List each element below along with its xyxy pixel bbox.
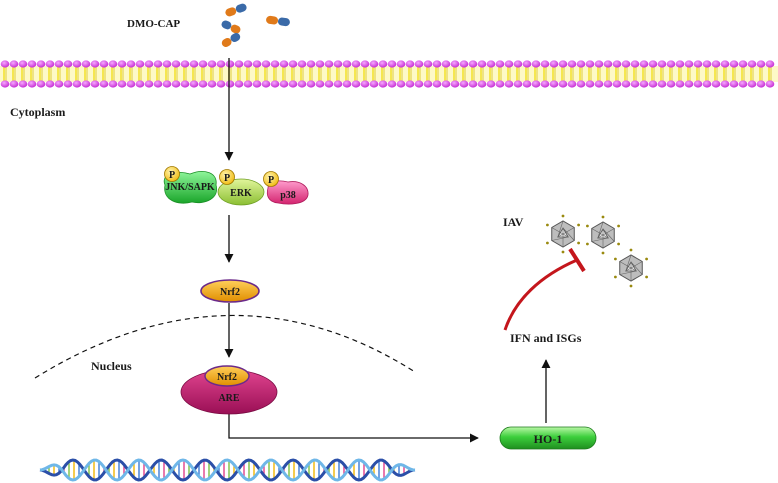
p38-label: p38 [280,190,296,201]
virion-icon [546,214,580,254]
ho1-node: HO-1 [499,426,597,450]
inhibition-bar [568,247,586,273]
iav-label: IAV [503,215,524,229]
nrf2-cytoplasmic: Nrf2 [200,279,260,303]
ifn-isgs-label: IFN and ISGs [510,331,582,345]
drug-label: DMO-CAP [127,18,180,30]
nrf2-nuclear-label: Nrf2 [217,372,237,383]
svg-text:P: P [169,170,175,181]
capsule-icons [221,3,290,47]
svg-text:P: P [224,173,230,184]
erk-label: ERK [230,188,252,199]
svg-text:P: P [268,175,274,186]
virion-icon [614,248,648,288]
virion-icon [586,215,620,255]
p38-kinase: p38 [266,180,309,205]
inhibition-arc [503,258,578,331]
are-label: ARE [218,393,239,404]
phospho-erk: P [219,169,235,185]
cytoplasm-label: Cytoplasm [10,105,65,119]
cell-membrane [0,60,778,88]
erk-kinase: ERK [217,178,265,206]
nucleus-label: Nucleus [91,359,132,373]
iav-virions [546,214,648,288]
ho1-label: HO-1 [534,432,563,446]
are-complex: ARE Nrf2 [180,365,278,415]
jnk-sapk-label: JNK/SAPK [165,182,215,193]
phospho-jnk: P [164,166,180,182]
arrow-are-to-ho1 [228,410,479,443]
phospho-p38: P [263,171,279,187]
dna-helix [39,458,416,482]
nrf2-label: Nrf2 [220,287,240,298]
